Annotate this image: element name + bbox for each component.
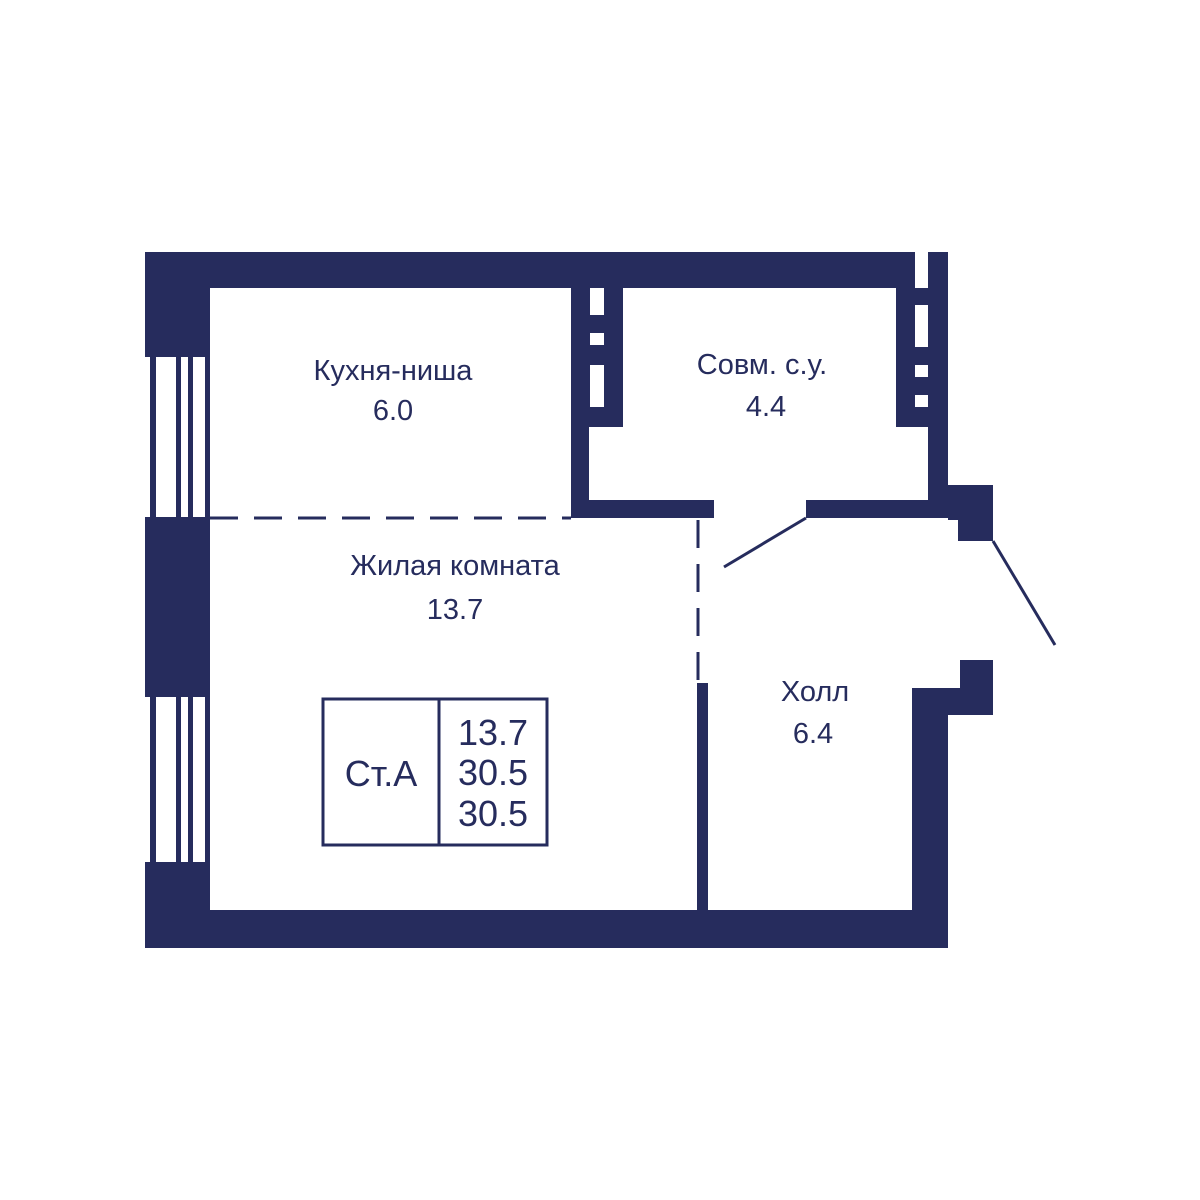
- shaft-slot: [915, 305, 928, 347]
- bathroom-bottom-wall-right: [806, 500, 948, 518]
- window-frame: [150, 697, 156, 862]
- apartment-summary-box: Ст.А 13.7 30.5 30.5: [321, 697, 549, 847]
- window-frame: [188, 357, 193, 517]
- room-area-bathroom: 4.4: [746, 391, 786, 423]
- window-frame: [150, 357, 156, 517]
- bottom-wall: [145, 910, 948, 948]
- entrance-pier-lower-base: [912, 688, 993, 715]
- total-area-with-balcony: 30.5: [458, 793, 528, 834]
- bathroom-left-wall: [571, 288, 589, 518]
- shaft-openings: [590, 252, 928, 407]
- walls: [145, 252, 993, 948]
- shaft-slot: [915, 365, 928, 377]
- room-area-living: 13.7: [427, 594, 483, 626]
- shaft-slot: [915, 395, 928, 407]
- window-frame: [205, 357, 210, 517]
- left-wall-top: [145, 252, 210, 357]
- window-frame: [176, 357, 181, 517]
- bathroom-door-swing: [723, 516, 807, 569]
- room-name-living: Жилая комната: [350, 550, 560, 582]
- living-area: 13.7: [458, 712, 528, 753]
- left-wall-middle: [145, 517, 210, 697]
- top-wall: [145, 252, 915, 288]
- entrance-pier-upper-base: [958, 485, 993, 541]
- room-name-bathroom: Совм. с.у.: [697, 349, 827, 381]
- room-name-kitchen: Кухня-ниша: [314, 355, 474, 387]
- windows: [150, 357, 210, 862]
- window-frame: [205, 697, 210, 862]
- summary-frame: [321, 697, 549, 847]
- shaft-slot: [590, 288, 604, 315]
- window-frame: [188, 697, 193, 862]
- entrance-door-swing: [991, 540, 1057, 646]
- hall-right-wall: [912, 688, 948, 948]
- window-frame: [176, 697, 181, 862]
- room-area-hall: 6.4: [793, 718, 833, 750]
- shaft-slot: [590, 333, 604, 345]
- shaft-slot: [590, 365, 604, 407]
- hall-left-wall: [697, 683, 708, 910]
- zone-dividers: [210, 516, 1057, 683]
- apartment-type: Ст.А: [345, 753, 418, 794]
- room-name-hall: Холл: [781, 676, 849, 708]
- bathroom-bottom-wall-left: [571, 500, 714, 518]
- total-area: 30.5: [458, 752, 528, 793]
- shaft-slot: [915, 252, 928, 285]
- room-area-kitchen: 6.0: [373, 395, 413, 427]
